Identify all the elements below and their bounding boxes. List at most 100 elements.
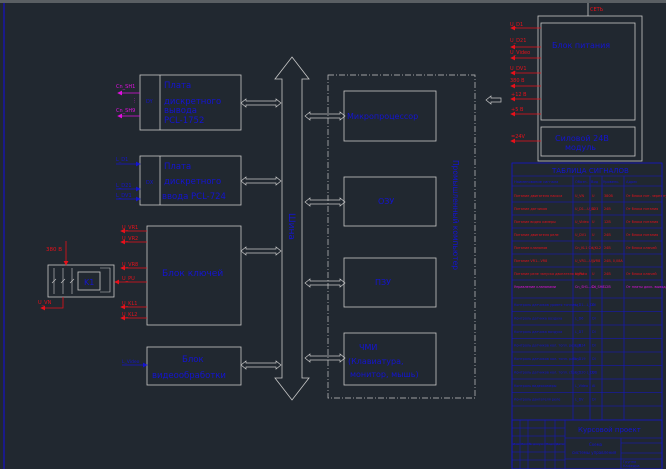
signal-table[interactable]: ТАБЛИЦА СИГНАЛОВ Наименование сигнала Об…: [511, 162, 666, 469]
keys-signals: U_VR1 U_VR2 U_VR8 U_PU U_KL1 U_KL2: [114, 225, 147, 321]
table-cell-code: L_D20 L_D21: [575, 371, 597, 375]
table-cell-code: U_PU: [575, 272, 584, 276]
block-ram[interactable]: ОЗУ: [343, 176, 437, 227]
table-cell-name: Питание клапанов: [514, 246, 547, 250]
signal-table-title: ТАБЛИЦА СИГНАЛОВ: [551, 167, 629, 175]
col-header-name: Наименование сигнала: [514, 180, 558, 184]
block-video[interactable]: Блок видеообработки L_Video: [122, 346, 242, 386]
bus-connectors: [240, 95, 502, 370]
org-line-2: Кафедра: [623, 464, 640, 468]
table-row: Питание реле запуска двигателя насосаU_P…: [512, 272, 662, 281]
table-header-row: Наименование сигнала Обозн. Вид Уровень …: [514, 180, 637, 184]
rom-label: ПЗУ: [375, 278, 391, 287]
signal-u-kl1: U_KL1: [122, 301, 137, 307]
psu-out-5v: +5 В: [511, 107, 524, 113]
ram-label: ОЗУ: [378, 197, 394, 206]
keys-label: Блок ключей: [162, 269, 223, 279]
table-cell-code: U_Video: [575, 220, 589, 224]
net-label: СЕТЬ: [590, 7, 604, 13]
stamp-sheet: Лист: [521, 442, 529, 446]
block-cpu[interactable]: Микропроцессор: [343, 90, 437, 142]
table-cell-name: Контроль датчиков кол. топл. резерв.: [514, 344, 582, 348]
block-hmi[interactable]: ЧМИ (Клавиатура, монитор, мышь): [343, 332, 437, 386]
table-cell-kind: DI: [592, 357, 596, 361]
table-cell-kind: DI: [592, 398, 596, 402]
system-bus[interactable]: Шина: [274, 56, 310, 401]
table-cell-kind: DI: [592, 303, 596, 307]
table-cell-name: Контроль датчика воздуха: [514, 330, 562, 334]
signal-cn-sh1: Cn_SH1: [116, 84, 135, 90]
org-line-1: Группа: [623, 460, 636, 464]
relay-k1[interactable]: K1 380 В U_VN: [38, 241, 115, 311]
signal-u-pu: U_PU: [122, 276, 135, 282]
psu-out-u-video: U_Video: [510, 50, 530, 56]
table-cell-code: L_D14: [575, 344, 586, 348]
dout-label-1: Плата: [164, 81, 191, 91]
table-cell-level: 12В: [604, 220, 611, 224]
table-cell-name: Контроль двигателя реле: [514, 398, 560, 402]
din-label-2: дискретного: [164, 177, 221, 187]
hmi-label-2: (Клавиатура,: [348, 357, 404, 366]
table-cell-code: L_Video: [575, 384, 588, 388]
table-cell-code: U_VN: [575, 194, 584, 198]
table-cell-kind: AI: [592, 384, 595, 388]
table-cell-name: Питание реле запуска двигателя насоса: [514, 272, 587, 276]
pc-label: Промышленный компьютер: [451, 160, 460, 270]
table-cell-level: 24В: [604, 233, 611, 237]
psu-outputs: U_D1 U_D21 U_Video U_DV1 380 В +12 В +5 …: [510, 22, 541, 144]
dout-label-3: вывода: [164, 106, 197, 116]
table-cell-name: Питание VR1...VR8: [514, 259, 547, 263]
table-cell-name: Контроль датчиков кол. топл. рабоч.: [514, 357, 580, 361]
signal-u-vn: U_VN: [38, 300, 52, 306]
table-cell-kind: U: [592, 207, 595, 211]
block-keys[interactable]: Блок ключей U_VR1 U_VR2 U_VR8 U_PU U_KL1…: [114, 225, 242, 326]
din-tag: DX: [146, 180, 154, 186]
block-digital-input[interactable]: DX Плата дискретного ввода PCL-724 L_D1 …: [116, 155, 242, 206]
block-digital-output[interactable]: DY Плата дискретного вывода PCL-1752 Cn_…: [116, 74, 242, 131]
table-row: Контроль датчиков кол. топл. сбросL_D20 …: [512, 371, 662, 380]
table-cell-name: Питание видео камеры: [514, 220, 556, 224]
power24-label-1: Силовой 24В: [555, 134, 609, 143]
col-header-kind: Вид: [591, 180, 599, 184]
table-cell-kind: DI: [592, 344, 596, 348]
table-cell-addr: От блока питания: [626, 207, 658, 211]
industrial-pc[interactable]: Промышленный компьютер Микропроцессор ОЗ…: [327, 74, 476, 399]
block-rom[interactable]: ПЗУ: [343, 257, 437, 308]
doc-title-1: Схема: [589, 442, 603, 447]
frame-left-border: [3, 3, 5, 469]
stamp-date: Дата: [556, 442, 564, 446]
col-header-addr: Адрес: [626, 180, 637, 184]
table-cell-addr: От блока пит. через пуск. ВН: [626, 194, 666, 198]
signal-u-vr8: U_VR8: [122, 262, 138, 268]
table-cell-level: 24В: [604, 272, 611, 276]
ellipsis: ⋮: [132, 98, 137, 104]
table-cell-code: Cn_KL1 Cn_KL2: [575, 246, 601, 250]
power-supply[interactable]: СЕТЬ Блок питания Силовой 24В модуль U_D…: [510, 3, 643, 162]
table-cell-kind: DI: [592, 330, 596, 334]
top-toolbar-edge: [0, 0, 666, 3]
stamp-sign: Подп.: [546, 442, 555, 446]
table-cell-addr: От блока ключей: [626, 246, 657, 250]
video-label-2: видеообработки: [152, 371, 226, 381]
psu-out-u-d1: U_D1: [510, 22, 523, 28]
title-block: Курсовой проект Схема системы управления…: [511, 419, 663, 469]
doc-title-2: системы управления: [572, 450, 617, 455]
col-header-code: Обозн.: [575, 180, 588, 184]
bus-label: Шина: [286, 213, 296, 240]
dout-label-4: PCL-1752: [164, 116, 204, 126]
table-cell-code: L_D6: [575, 317, 583, 321]
table-cell-kind: U: [592, 233, 595, 237]
table-cell-name: Контроль датчиков уровня топлива: [514, 303, 578, 307]
table-cell-level: 24В, 0,08А: [604, 259, 623, 263]
psu-label: Блок питания: [552, 41, 610, 50]
table-cell-kind: U: [592, 272, 595, 276]
table-cell-kind: DI: [592, 285, 596, 289]
